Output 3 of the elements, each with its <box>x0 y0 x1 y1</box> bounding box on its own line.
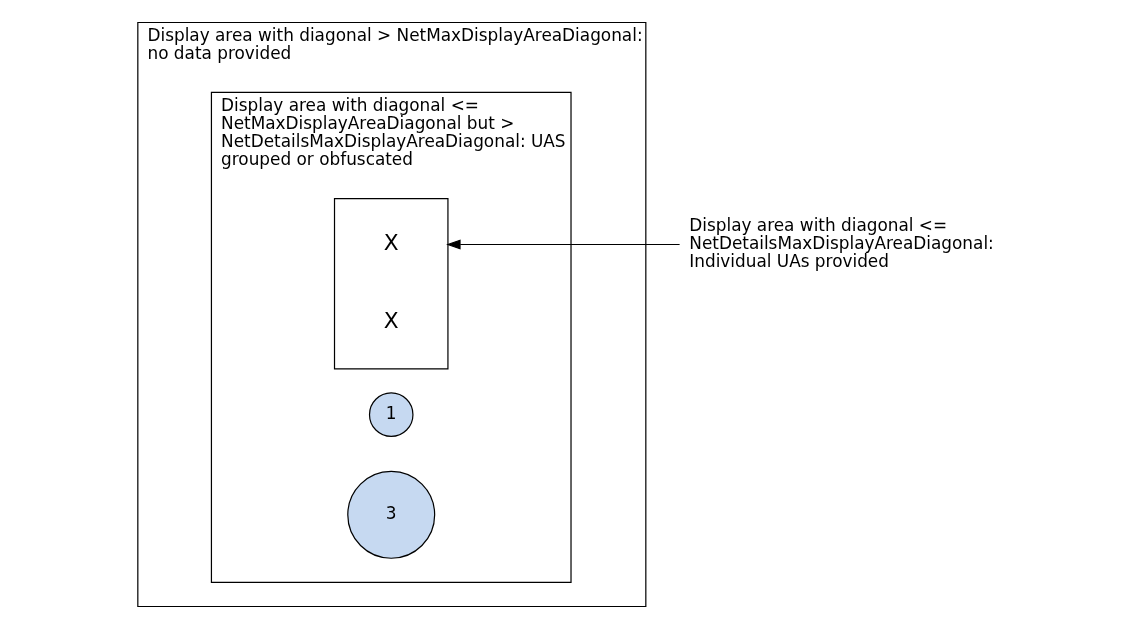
node-text: Display area with diagonal <= NetDetailsMaxDisplayAreaDiagonal: Individual UAs provided <box>688 214 994 272</box>
label: X <box>383 229 399 255</box>
label: X <box>383 308 399 334</box>
